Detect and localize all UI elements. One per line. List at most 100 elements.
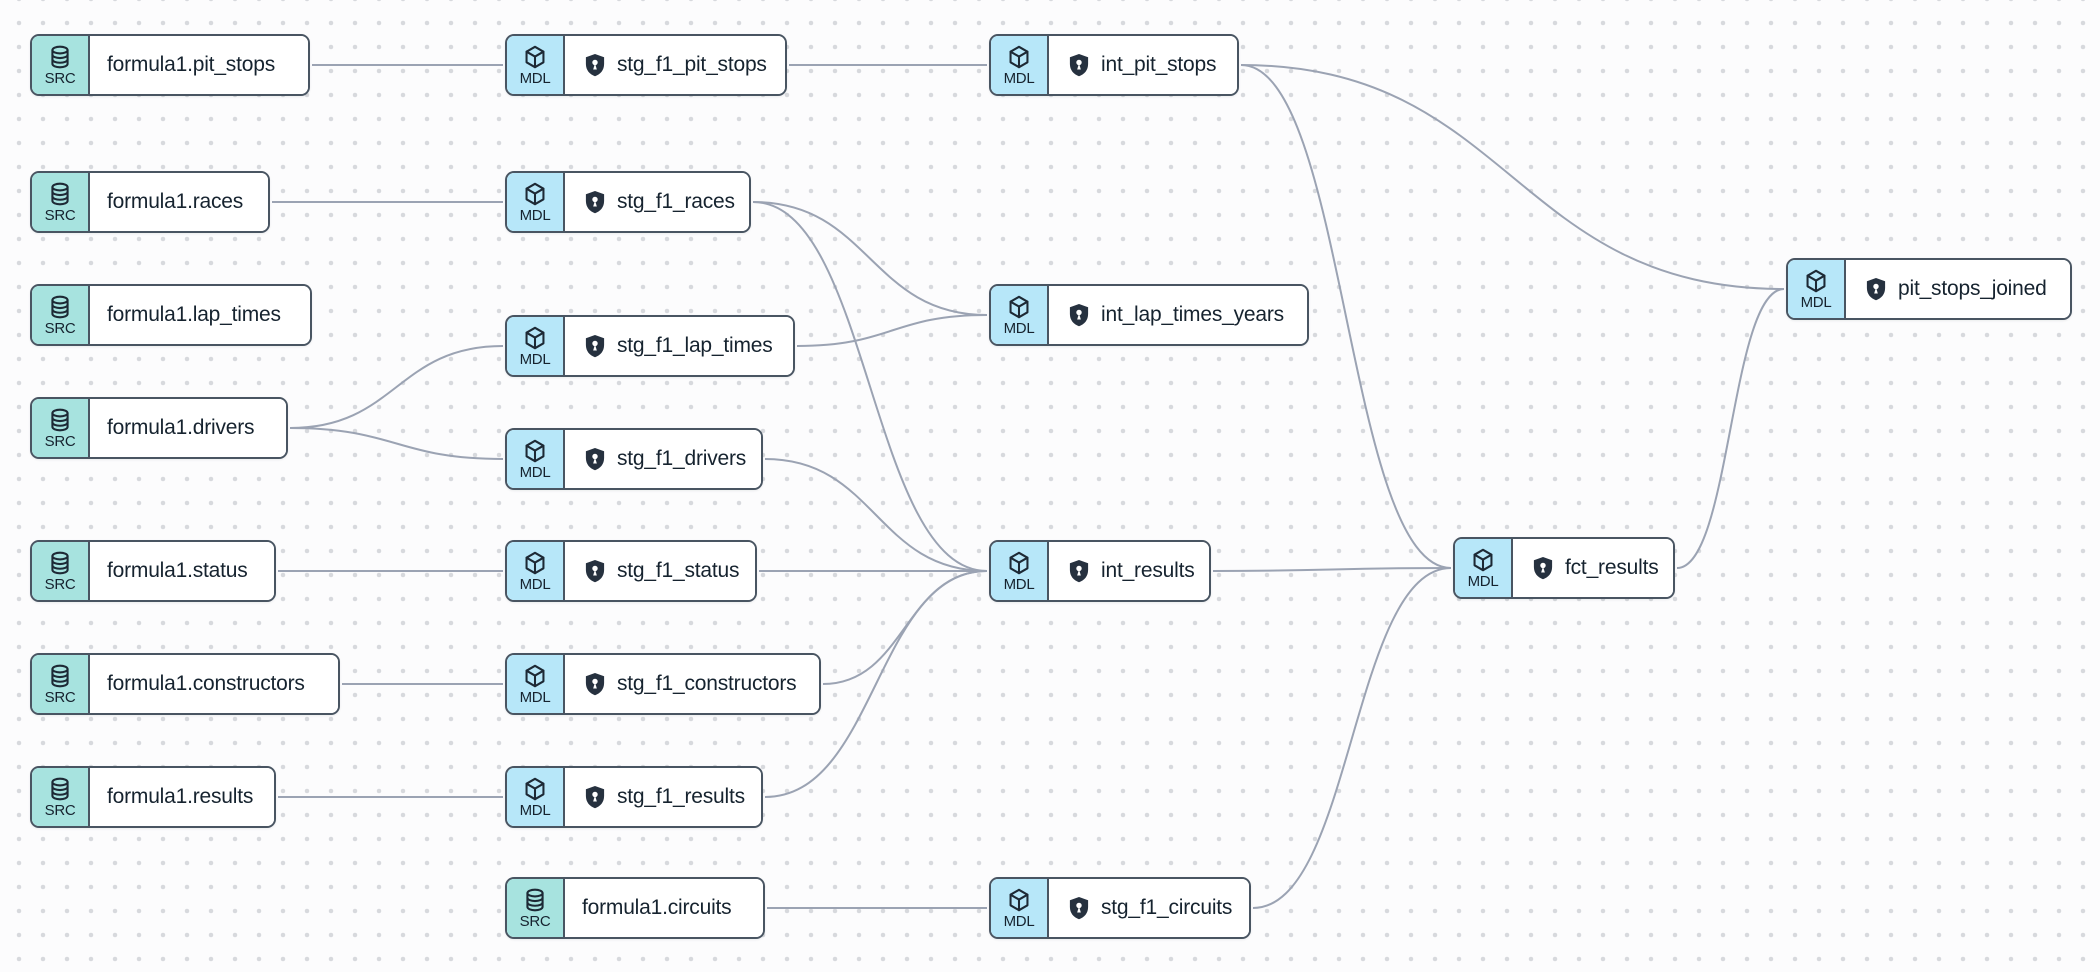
node-stg_f1_status[interactable]: MDL stg_f1_status	[505, 540, 757, 602]
node-stg_f1_lap_times[interactable]: MDL stg_f1_lap_times	[505, 315, 795, 377]
node-type-label: SRC	[44, 206, 76, 224]
node-src_lap_times[interactable]: SRC formula1.lap_times	[30, 284, 312, 346]
node-label: stg_f1_pit_stops	[617, 53, 767, 76]
edge-src_drivers-stg_f1_lap_times	[289, 345, 504, 429]
node-src_drivers[interactable]: SRC formula1.drivers	[30, 397, 288, 459]
model-cube-icon	[1006, 294, 1032, 320]
edge-stg_f1_lap_times-int_lap_times_years	[796, 314, 988, 347]
node-body: formula1.constructors	[90, 655, 338, 713]
node-body: stg_f1_lap_times	[565, 317, 793, 375]
node-type-badge: MDL	[991, 286, 1049, 344]
node-stg_f1_pit_stops[interactable]: MDL stg_f1_pit_stops	[505, 34, 787, 96]
node-type-label: MDL	[1003, 69, 1035, 87]
node-type-badge: MDL	[507, 173, 565, 231]
shield-lock-icon	[1066, 302, 1092, 328]
node-body: stg_f1_pit_stops	[565, 36, 785, 94]
edge-stg_f1_results-int_results	[764, 570, 988, 798]
node-body: pit_stops_joined	[1846, 260, 2070, 318]
node-label: int_pit_stops	[1101, 53, 1217, 76]
node-body: int_lap_times_years	[1049, 286, 1307, 344]
node-label: formula1.drivers	[107, 416, 255, 439]
node-type-badge: SRC	[32, 173, 90, 231]
shield-lock-icon	[1066, 895, 1092, 921]
edge-int_pit_stops-pit_stops_joined	[1240, 64, 1785, 290]
node-label: stg_f1_results	[617, 785, 745, 808]
node-stg_f1_results[interactable]: MDL stg_f1_results	[505, 766, 763, 828]
node-type-badge: SRC	[32, 286, 90, 344]
node-type-label: MDL	[519, 688, 551, 706]
edge-stg_f1_circuits-fct_results	[1252, 567, 1452, 909]
node-body: stg_f1_results	[565, 768, 761, 826]
node-label: stg_f1_constructors	[617, 672, 797, 695]
edge-stg_f1_drivers-int_results	[764, 458, 988, 572]
node-type-badge: MDL	[507, 317, 565, 375]
model-cube-icon	[1006, 44, 1032, 70]
node-stg_f1_drivers[interactable]: MDL stg_f1_drivers	[505, 428, 763, 490]
node-src_results[interactable]: SRC formula1.results	[30, 766, 276, 828]
node-src_pit_stops[interactable]: SRC formula1.pit_stops	[30, 34, 310, 96]
node-stg_f1_races[interactable]: MDL stg_f1_races	[505, 171, 751, 233]
node-type-badge: SRC	[507, 879, 565, 937]
node-body: int_pit_stops	[1049, 36, 1237, 94]
shield-lock-icon	[1066, 558, 1092, 584]
node-body: formula1.lap_times	[90, 286, 310, 344]
node-type-badge: MDL	[1788, 260, 1846, 318]
node-stg_f1_constructors[interactable]: MDL stg_f1_constructors	[505, 653, 821, 715]
shield-lock-icon	[582, 558, 608, 584]
node-label: formula1.status	[107, 559, 248, 582]
node-type-badge: MDL	[991, 36, 1049, 94]
model-cube-icon	[522, 438, 548, 464]
node-type-badge: MDL	[507, 768, 565, 826]
model-cube-icon	[1006, 550, 1032, 576]
node-type-label: MDL	[1003, 912, 1035, 930]
node-type-label: MDL	[1467, 572, 1499, 590]
node-label: fct_results	[1565, 556, 1659, 579]
node-type-label: SRC	[44, 801, 76, 819]
node-int_lap_times_years[interactable]: MDL int_lap_times_years	[989, 284, 1309, 346]
node-type-badge: SRC	[32, 399, 90, 457]
edge-int_results-fct_results	[1212, 567, 1452, 572]
node-type-badge: MDL	[507, 36, 565, 94]
node-label: formula1.pit_stops	[107, 53, 275, 76]
node-stg_f1_circuits[interactable]: MDL stg_f1_circuits	[989, 877, 1251, 939]
node-type-label: MDL	[519, 801, 551, 819]
node-body: formula1.races	[90, 173, 268, 231]
database-icon	[47, 181, 73, 207]
database-icon	[47, 407, 73, 433]
node-type-label: SRC	[44, 575, 76, 593]
node-body: stg_f1_races	[565, 173, 749, 231]
node-body: stg_f1_circuits	[1049, 879, 1249, 937]
node-body: stg_f1_status	[565, 542, 755, 600]
node-label: formula1.results	[107, 785, 254, 808]
node-src_races[interactable]: SRC formula1.races	[30, 171, 270, 233]
database-icon	[47, 550, 73, 576]
node-type-label: MDL	[519, 575, 551, 593]
node-type-label: SRC	[44, 432, 76, 450]
edge-int_pit_stops-fct_results	[1240, 64, 1452, 569]
model-cube-icon	[522, 181, 548, 207]
shield-lock-icon	[582, 189, 608, 215]
node-type-label: SRC	[519, 912, 551, 930]
node-label: stg_f1_lap_times	[617, 334, 773, 357]
node-fct_results[interactable]: MDL fct_results	[1453, 537, 1675, 599]
shield-lock-icon	[582, 784, 608, 810]
node-type-label: MDL	[1003, 319, 1035, 337]
node-src_circuits[interactable]: SRC formula1.circuits	[505, 877, 765, 939]
model-cube-icon	[522, 325, 548, 351]
node-int_pit_stops[interactable]: MDL int_pit_stops	[989, 34, 1239, 96]
node-label: formula1.circuits	[582, 896, 732, 919]
shield-lock-icon	[582, 52, 608, 78]
node-label: formula1.constructors	[107, 672, 305, 695]
node-body: formula1.drivers	[90, 399, 286, 457]
node-src_status[interactable]: SRC formula1.status	[30, 540, 276, 602]
shield-lock-icon	[582, 671, 608, 697]
shield-lock-icon	[1066, 52, 1092, 78]
database-icon	[47, 663, 73, 689]
node-body: formula1.circuits	[565, 879, 763, 937]
node-type-badge: SRC	[32, 542, 90, 600]
node-int_results[interactable]: MDL int_results	[989, 540, 1211, 602]
node-src_constructors[interactable]: SRC formula1.constructors	[30, 653, 340, 715]
node-pit_stops_joined[interactable]: MDL pit_stops_joined	[1786, 258, 2072, 320]
node-type-label: MDL	[519, 463, 551, 481]
